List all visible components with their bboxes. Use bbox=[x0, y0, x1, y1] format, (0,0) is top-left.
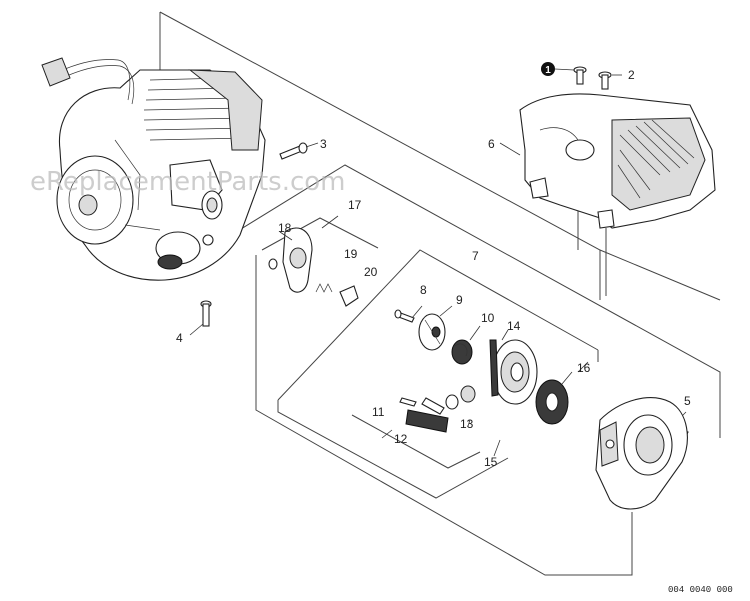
part-17-pawl-carrier bbox=[282, 227, 313, 293]
callout-19: 19 bbox=[344, 247, 358, 261]
part-12-handle bbox=[405, 397, 449, 433]
callout-1-badge bbox=[541, 62, 555, 76]
starter-housing bbox=[595, 397, 688, 510]
drawing-code: 004 0040 000 bbox=[668, 585, 733, 595]
callout-14: 14 bbox=[507, 319, 521, 333]
part-6-fan-cover bbox=[519, 93, 716, 229]
callout-11: 11 bbox=[372, 405, 385, 419]
part-8-screw bbox=[394, 305, 423, 323]
cover-vents bbox=[617, 119, 695, 199]
callout-7: 7 bbox=[472, 249, 479, 263]
part-2-screw bbox=[598, 71, 622, 90]
part-11-pin bbox=[399, 397, 417, 407]
part-14-reel bbox=[489, 329, 538, 405]
callout-5: 5 bbox=[684, 394, 691, 408]
part-18-washer bbox=[268, 258, 278, 270]
frame-lines bbox=[159, 11, 721, 576]
callout-2: 2 bbox=[628, 68, 635, 82]
callout-10: 10 bbox=[481, 311, 495, 325]
engine-assembly bbox=[41, 57, 266, 281]
part-3-bolt bbox=[279, 142, 319, 160]
part-1-screw bbox=[541, 62, 587, 85]
part-19-spring bbox=[315, 283, 333, 293]
watermark: eReplacementParts.com bbox=[30, 167, 346, 197]
part-16-rewind-spring bbox=[535, 371, 573, 425]
part-10-spring bbox=[451, 325, 481, 365]
callout-16: 16 bbox=[577, 361, 591, 375]
part-13-bushing bbox=[445, 385, 476, 410]
callout-12: 12 bbox=[394, 432, 408, 446]
part-9-drum-plate bbox=[418, 305, 453, 351]
callout-20: 20 bbox=[364, 265, 378, 279]
callout-3: 3 bbox=[320, 137, 327, 151]
callout-18: 18 bbox=[278, 221, 292, 235]
part-4-bolt bbox=[189, 300, 212, 336]
callout-13: 13 bbox=[460, 417, 474, 431]
callout-4: 4 bbox=[176, 331, 183, 345]
callout-17: 17 bbox=[348, 198, 362, 212]
callout-6: 6 bbox=[488, 137, 495, 151]
callout-15: 15 bbox=[484, 455, 498, 469]
callout-1: 1 bbox=[545, 65, 551, 76]
callout-9: 9 bbox=[456, 293, 463, 307]
callout-8: 8 bbox=[420, 283, 427, 297]
part-20-pawl bbox=[339, 285, 359, 307]
